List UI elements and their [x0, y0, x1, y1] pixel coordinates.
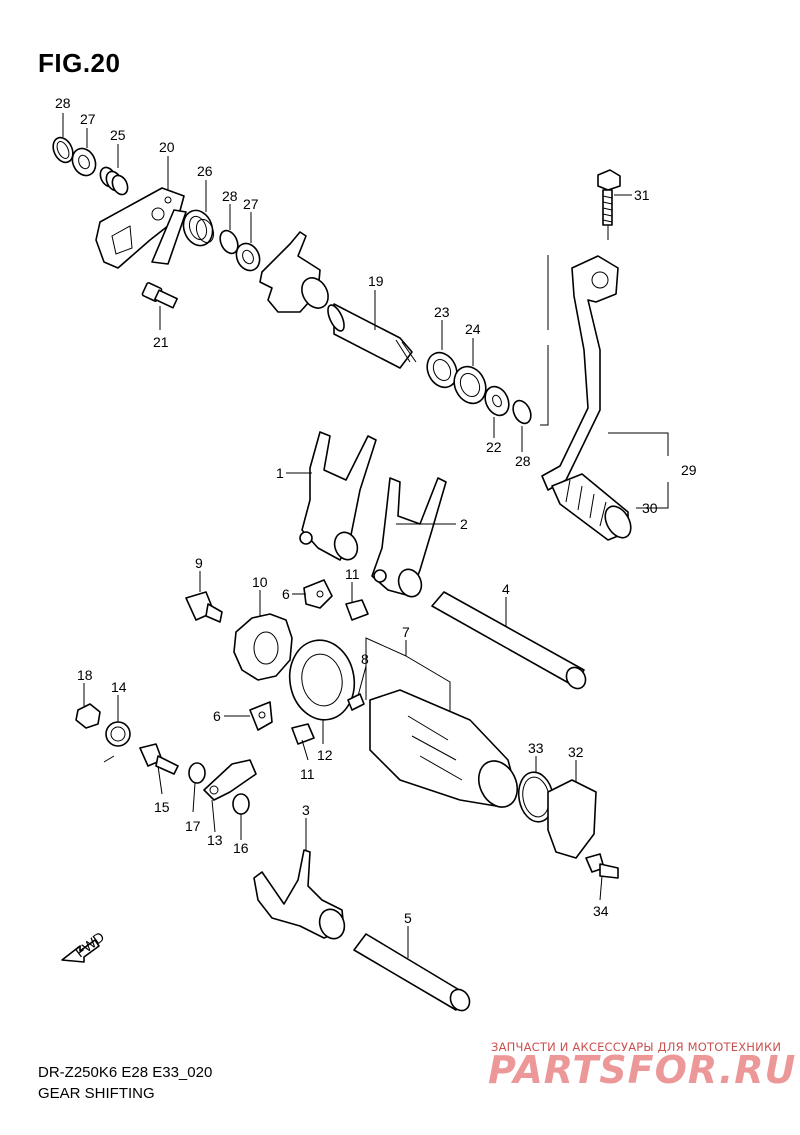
callout-27: 27 — [80, 111, 96, 127]
callout-26: 26 — [197, 163, 213, 179]
callout-3: 3 — [302, 802, 310, 818]
part-31-bolt — [597, 169, 621, 226]
callout-5: 5 — [404, 910, 412, 926]
callout-9: 9 — [195, 555, 203, 571]
part-28-circlip-right — [512, 399, 532, 425]
callout-28: 28 — [515, 453, 531, 469]
part-11-screw-upper — [345, 599, 369, 621]
callout-11: 11 — [300, 766, 315, 782]
callout-4: 4 — [502, 581, 510, 597]
callout-7: 7 — [402, 624, 410, 640]
fwd-arrow-icon — [61, 939, 100, 963]
callout-6: 6 — [282, 586, 290, 602]
callout-labels: 28 27 25 20 26 28 27 21 19 23 24 22 28 3… — [55, 95, 697, 926]
callout-29: 29 — [681, 462, 697, 478]
diagram-caption: GEAR SHIFTING — [38, 1085, 155, 1102]
part-13-cam-stopper-arm — [203, 759, 257, 801]
callout-28: 28 — [55, 95, 71, 111]
part-27-washer-top — [71, 147, 97, 177]
part-28-circlip-mid — [219, 229, 239, 255]
part-10-cam-driven-gear — [233, 613, 293, 681]
callout-31: 31 — [634, 187, 650, 203]
model-code: DR-Z250K6 E28 E33_020 — [38, 1064, 213, 1081]
callout-13: 13 — [207, 832, 223, 848]
part-7-gearshift-cam — [369, 689, 519, 808]
part-shift-arm — [259, 231, 329, 313]
callout-34: 34 — [593, 903, 609, 919]
part-14-spring — [103, 721, 131, 763]
part-4-fork-shaft — [431, 591, 587, 690]
callout-6: 6 — [213, 708, 221, 724]
part-6-plate-upper — [303, 579, 333, 609]
part-24-bearing — [453, 365, 487, 405]
callout-1: 1 — [276, 465, 284, 481]
part-9-pin — [185, 591, 223, 623]
part-17-washer — [188, 762, 206, 784]
callout-20: 20 — [159, 139, 175, 155]
callout-23: 23 — [434, 304, 450, 320]
part-8-pin — [347, 693, 365, 711]
callout-19: 19 — [368, 273, 384, 289]
callout-8: 8 — [361, 651, 369, 667]
callout-15: 15 — [154, 799, 170, 815]
part-2-shift-fork — [371, 477, 447, 598]
part-34-bolt — [585, 853, 619, 879]
part-12-bearing — [288, 639, 356, 721]
leader-lines — [62, 113, 669, 958]
callout-28: 28 — [222, 188, 238, 204]
part-16-washer — [232, 793, 250, 815]
fwd-label: FWD — [72, 928, 107, 960]
part-28-circlip-top — [52, 136, 74, 164]
part-32-cap — [547, 779, 597, 859]
watermark-logo: PARTSFOR.RU — [488, 1048, 797, 1092]
callout-14: 14 — [111, 679, 127, 695]
part-11-screw-lower — [291, 723, 315, 745]
callout-17: 17 — [185, 818, 201, 834]
callout-16: 16 — [233, 840, 249, 856]
part-19-gearshift-shaft — [327, 303, 417, 369]
part-27-washer-mid — [235, 242, 261, 272]
figure-title: FIG.20 — [38, 48, 121, 78]
callout-30: 30 — [642, 500, 658, 516]
callout-11: 11 — [345, 566, 360, 582]
callout-33: 33 — [528, 740, 544, 756]
part-5-fork-shaft — [353, 933, 471, 1012]
part-22-washer — [484, 385, 510, 417]
part-6-plate-lower — [249, 701, 273, 731]
callout-2: 2 — [460, 516, 468, 532]
part-21-bolt — [141, 282, 178, 309]
part-25-spring — [99, 166, 129, 196]
callout-12: 12 — [317, 747, 333, 763]
part-29-gearshift-lever — [541, 255, 619, 491]
callout-27: 27 — [243, 196, 259, 212]
part-26-spring — [151, 209, 215, 265]
part-15-bolt — [139, 743, 179, 775]
callout-18: 18 — [77, 667, 93, 683]
callout-10: 10 — [252, 574, 268, 590]
callout-25: 25 — [110, 127, 126, 143]
part-1-shift-fork — [299, 431, 377, 561]
part-3-shift-fork — [253, 849, 346, 940]
part-18-nut — [75, 703, 101, 729]
callout-32: 32 — [568, 744, 584, 760]
part-20-stopper-plate — [95, 187, 185, 269]
part-23-oil-seal — [426, 351, 458, 389]
callout-22: 22 — [486, 439, 502, 455]
watermark-tagline: ЗАПЧАСТИ И АКСЕССУАРЫ ДЛЯ МОТОТЕХНИКИ — [491, 1040, 782, 1054]
part-30-lever-rubber — [551, 473, 632, 541]
callout-24: 24 — [465, 321, 481, 337]
callout-21: 21 — [153, 334, 169, 350]
